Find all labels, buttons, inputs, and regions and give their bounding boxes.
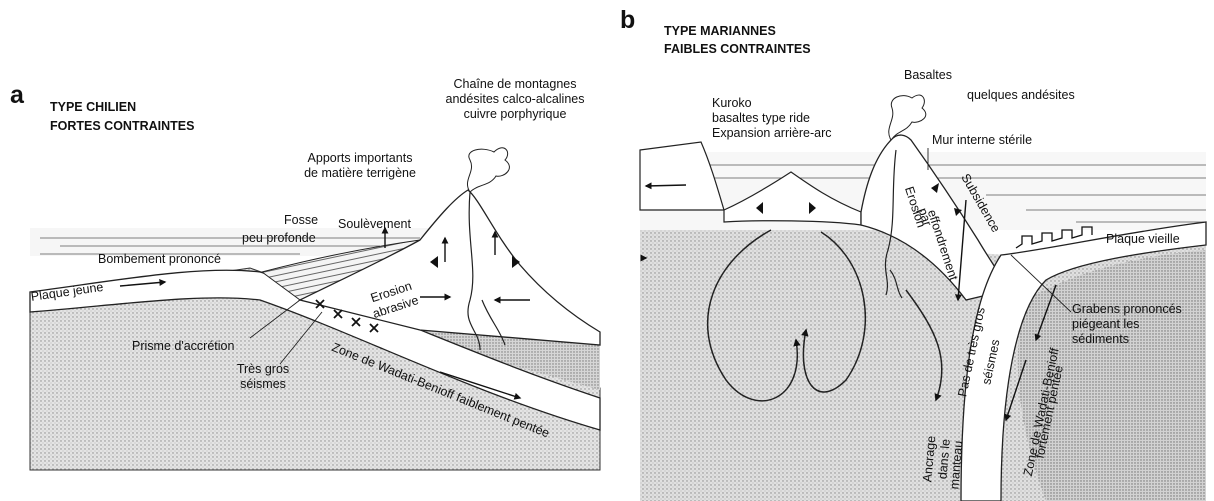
- label-prisme: Prisme d'accrétion: [132, 339, 234, 353]
- volcano-plume-b: [889, 95, 926, 140]
- panel-letter-a: a: [10, 81, 24, 110]
- label-grabens-3: sédiments: [1072, 332, 1129, 346]
- volcano-plume: [467, 148, 509, 192]
- label-soulevement: Soulèvement: [338, 217, 411, 231]
- panel-a-chilean-type: a TYPE CHILIEN FORTES CONTRAINTES Chaîne…: [0, 0, 606, 501]
- label-fosse-2: peu profonde: [242, 231, 316, 245]
- label-grabens-1: Grabens prononcés: [1072, 302, 1182, 316]
- label-plaque-vieille: Plaque vieille: [1106, 232, 1180, 246]
- label-kuroko-3: Expansion arrière-arc: [712, 126, 832, 140]
- title-b-line1: TYPE MARIANNES: [664, 22, 776, 41]
- panel-letter-b: b: [620, 6, 635, 35]
- label-chaine-2: andésites calco-alcalines: [430, 92, 600, 106]
- label-quelques-andesites: quelques andésites: [967, 88, 1075, 102]
- label-apports-1: Apports importants: [285, 151, 435, 165]
- label-seismes-2: séismes: [228, 377, 298, 391]
- title-a-line2: FORTES CONTRAINTES: [50, 117, 194, 136]
- title-b-line2: FAIBLES CONTRAINTES: [664, 40, 811, 59]
- label-chaine-1: Chaîne de montagnes: [430, 77, 600, 91]
- panel-b-mariana-type: b TYPE MARIANNES FAIBLES CONTRAINTES Bas…: [606, 0, 1214, 501]
- label-kuroko-2: basaltes type ride: [712, 111, 810, 125]
- label-basaltes: Basaltes: [904, 68, 952, 82]
- label-seismes-1: Très gros: [228, 362, 298, 376]
- title-a-line1: TYPE CHILIEN: [50, 98, 136, 117]
- label-kuroko-1: Kuroko: [712, 96, 752, 110]
- label-bombement: Bombement prononcé: [98, 252, 221, 266]
- label-apports-2: de matière terrigène: [285, 166, 435, 180]
- label-grabens-2: piégeant les: [1072, 317, 1139, 331]
- label-mur-interne: Mur interne stérile: [932, 133, 1032, 147]
- label-chaine-3: cuivre porphyrique: [430, 107, 600, 121]
- label-fosse-1: Fosse: [284, 213, 318, 227]
